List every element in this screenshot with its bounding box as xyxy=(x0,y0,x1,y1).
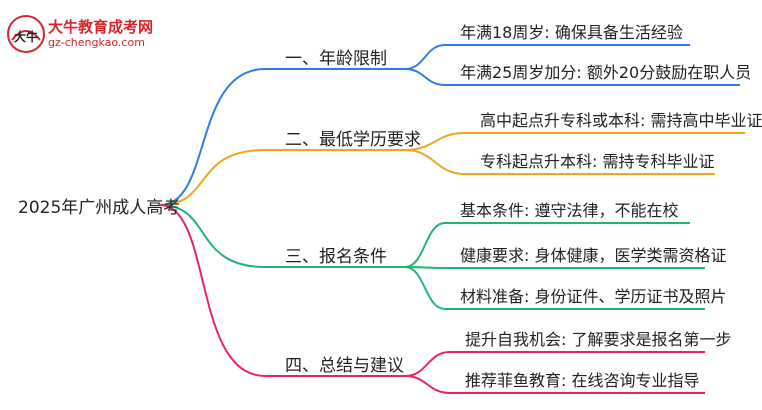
leaf-connector-3-3 xyxy=(404,266,446,310)
leaf-connector-2-1 xyxy=(404,132,466,151)
leaf-label-1-1: 年满18周岁: 确保具备生活经验 xyxy=(460,23,683,42)
leaf-label-4-1: 提升自我机会: 了解要求是报名第一步 xyxy=(465,330,732,349)
leaf-label-2-1: 高中起点升专科或本科: 需持高中毕业证 xyxy=(480,111,762,130)
leaf-connector-4-1 xyxy=(404,351,451,377)
svg-text:大牛: 大牛 xyxy=(14,29,38,44)
logo-title: 大牛教育成考网 xyxy=(48,18,154,36)
branch-connector-4 xyxy=(159,204,266,377)
branch-label-4: 四、总结与建议 xyxy=(285,356,404,376)
branch-label-3: 三、报名条件 xyxy=(285,247,387,267)
site-logo: 大牛 大牛教育成考网 gz-chengkao.com xyxy=(6,14,166,54)
branch-connector-2 xyxy=(159,149,266,206)
root-node-label: 2025年广州成人高考 xyxy=(18,198,181,218)
leaf-label-3-3: 材料准备: 身份证件、学历证书及照片 xyxy=(460,287,727,306)
branch-connector-1 xyxy=(159,68,266,206)
branch-connector-3 xyxy=(159,204,266,268)
leaf-label-2-2: 专科起点升本科: 需持专科毕业证 xyxy=(480,152,715,171)
leaf-label-1-2: 年满25周岁加分: 额外20分鼓励在职人员 xyxy=(460,63,752,82)
leaf-connector-2-2 xyxy=(404,149,466,175)
leaf-connector-1-1 xyxy=(404,44,446,70)
leaf-connector-1-2 xyxy=(404,68,446,86)
leaf-label-3-1: 基本条件: 遵守法律，不能在校 xyxy=(460,201,679,220)
leaf-connector-4-2 xyxy=(404,375,451,394)
branch-label-2: 二、最低学历要求 xyxy=(285,130,421,150)
branch-label-1: 一、年龄限制 xyxy=(285,49,387,69)
logo-badge-icon: 大牛 xyxy=(7,15,45,53)
logo-url: gz-chengkao.com xyxy=(48,36,145,49)
leaf-label-3-2: 健康要求: 身体健康，医学类需资格证 xyxy=(460,246,727,265)
leaf-label-4-2: 推荐菲鱼教育: 在线咨询专业指导 xyxy=(465,371,700,390)
leaf-connector-3-1 xyxy=(404,222,446,268)
